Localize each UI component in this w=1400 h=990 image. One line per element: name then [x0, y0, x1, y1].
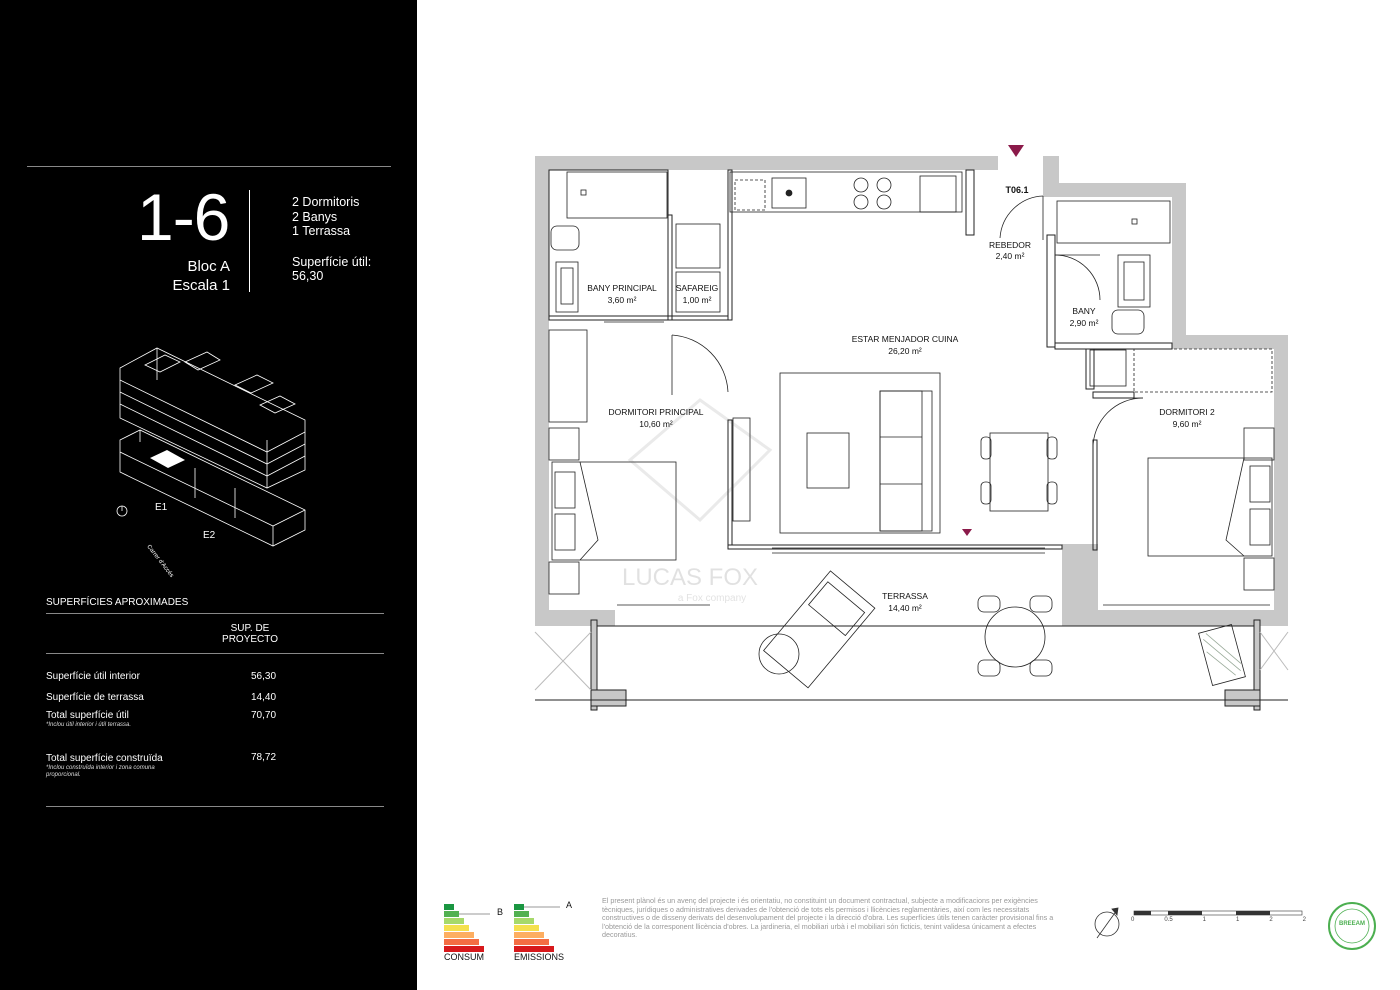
area-row-value: 70,70 — [251, 710, 277, 721]
lucas-fox-watermark: LUCAS FOX a Fox company — [622, 398, 773, 604]
areas-rule-2 — [46, 653, 384, 654]
breeam-text: BREEAM — [1338, 921, 1365, 927]
entry-arrow-icon — [1008, 145, 1024, 157]
room-area: 9,60 m² — [1173, 419, 1202, 429]
areas-rule-3 — [46, 806, 384, 807]
energy-emissions-chart — [514, 904, 560, 952]
area-row-value: 14,40 — [251, 692, 277, 703]
room-area: 10,60 m² — [639, 419, 673, 429]
scale-tick: 1 — [1202, 917, 1206, 923]
emissions-rating: A — [566, 900, 573, 910]
living-entry-marker-icon — [962, 529, 972, 536]
room-name: DORMITORI 2 — [1159, 407, 1215, 417]
bedroom-furniture — [548, 329, 1275, 595]
info-sidebar: 1-6 Bloc A Escala 1 2 Dormitoris 2 Banys… — [0, 0, 417, 990]
unit-number: 1-6 — [137, 180, 230, 254]
scale-tick: 0 — [1131, 917, 1135, 923]
breeam-logo — [1328, 902, 1376, 950]
legal-disclaimer: El present plànol és un avenç del projec… — [602, 896, 1054, 940]
svg-text:a Fox company: a Fox company — [678, 593, 746, 604]
exterior-walls — [535, 156, 1288, 626]
room-name: REBEDOR — [989, 240, 1031, 250]
room-name: ESTAR MENJADOR CUINA — [852, 334, 959, 344]
kitchen-counter — [729, 171, 963, 213]
terrace-railing — [534, 619, 1289, 711]
scale-bar — [1133, 910, 1303, 916]
room-name: TERRASSA — [882, 591, 928, 601]
emissions-label: EMISSIONS — [514, 952, 565, 962]
areas-column-header: SUP. DE PROYECTO — [222, 623, 278, 645]
unit-highlight — [150, 450, 185, 468]
locator-e2: E2 — [203, 530, 216, 541]
bloc-label: Bloc A — [187, 258, 230, 275]
room-area: 26,20 m² — [888, 346, 922, 356]
room-area: 2,40 m² — [996, 251, 1025, 261]
feature-bedrooms: 2 Dormitoris — [292, 195, 360, 209]
scale-tick: 1 — [1235, 917, 1240, 923]
terrace-furniture — [758, 570, 1246, 689]
consum-rating: B — [497, 907, 504, 917]
feature-terrace: 1 Terrassa — [292, 224, 351, 238]
scale-tick: 2 — [1302, 917, 1306, 923]
room-name: BANY PRINCIPAL — [587, 283, 657, 293]
feature-bathrooms: 2 Banys — [292, 209, 338, 224]
scale-labels: 0 0.5 1 1 2 2 — [1131, 917, 1306, 923]
surface-label: Superfície útil: — [292, 254, 372, 269]
locator-e1: E1 — [155, 502, 168, 513]
area-row-label: Total superfície útil — [46, 710, 129, 721]
scale-tick: 0.5 — [1164, 917, 1173, 923]
room-area: 14,40 m² — [888, 603, 922, 613]
bathroom-fixtures — [550, 171, 1273, 393]
building-locator-diagram — [116, 347, 306, 547]
areas-title: SUPERFÍCIES APROXIMADES — [46, 597, 189, 608]
living-furniture — [732, 372, 1058, 534]
area-row-value: 56,30 — [251, 671, 277, 682]
unit-features: 2 Dormitoris 2 Banys 1 Terrassa Superfíc… — [292, 195, 371, 284]
top-divider — [27, 166, 391, 167]
room-name: DORMITORI PRINCIPAL — [608, 407, 703, 417]
consum-label: CONSUM — [444, 952, 484, 962]
areas-rule-1 — [46, 613, 384, 614]
unit-divider — [249, 190, 250, 292]
room-area: 2,90 m² — [1070, 318, 1099, 328]
energy-consum-chart — [444, 904, 490, 952]
area-row-note: *Inclou útil interior i útil terrassa. — [46, 722, 132, 728]
area-row-label: Superfície útil interior — [46, 671, 140, 682]
room-name: BANY — [1072, 306, 1095, 316]
room-name: SAFAREIG — [676, 283, 719, 293]
escala-label: Escala 1 — [172, 277, 230, 294]
area-row-note: *Inclou construïda interior i zona comun… — [46, 765, 155, 778]
area-row-label: Total superfície construïda — [46, 753, 163, 764]
entry-code: T06.1 — [1005, 185, 1028, 195]
north-arrow-icon — [1094, 907, 1120, 939]
room-area: 3,60 m² — [608, 295, 637, 305]
room-area: 1,00 m² — [683, 295, 712, 305]
area-row-label: Superfície de terrassa — [46, 692, 144, 703]
scale-tick: 2 — [1269, 917, 1273, 923]
unit-block: Bloc A Escala 1 — [150, 257, 230, 295]
surface-value: 56,30 — [292, 269, 324, 283]
door-swings — [604, 195, 1270, 606]
area-row-value: 78,72 — [251, 752, 277, 763]
svg-text:LUCAS FOX: LUCAS FOX — [622, 564, 758, 591]
